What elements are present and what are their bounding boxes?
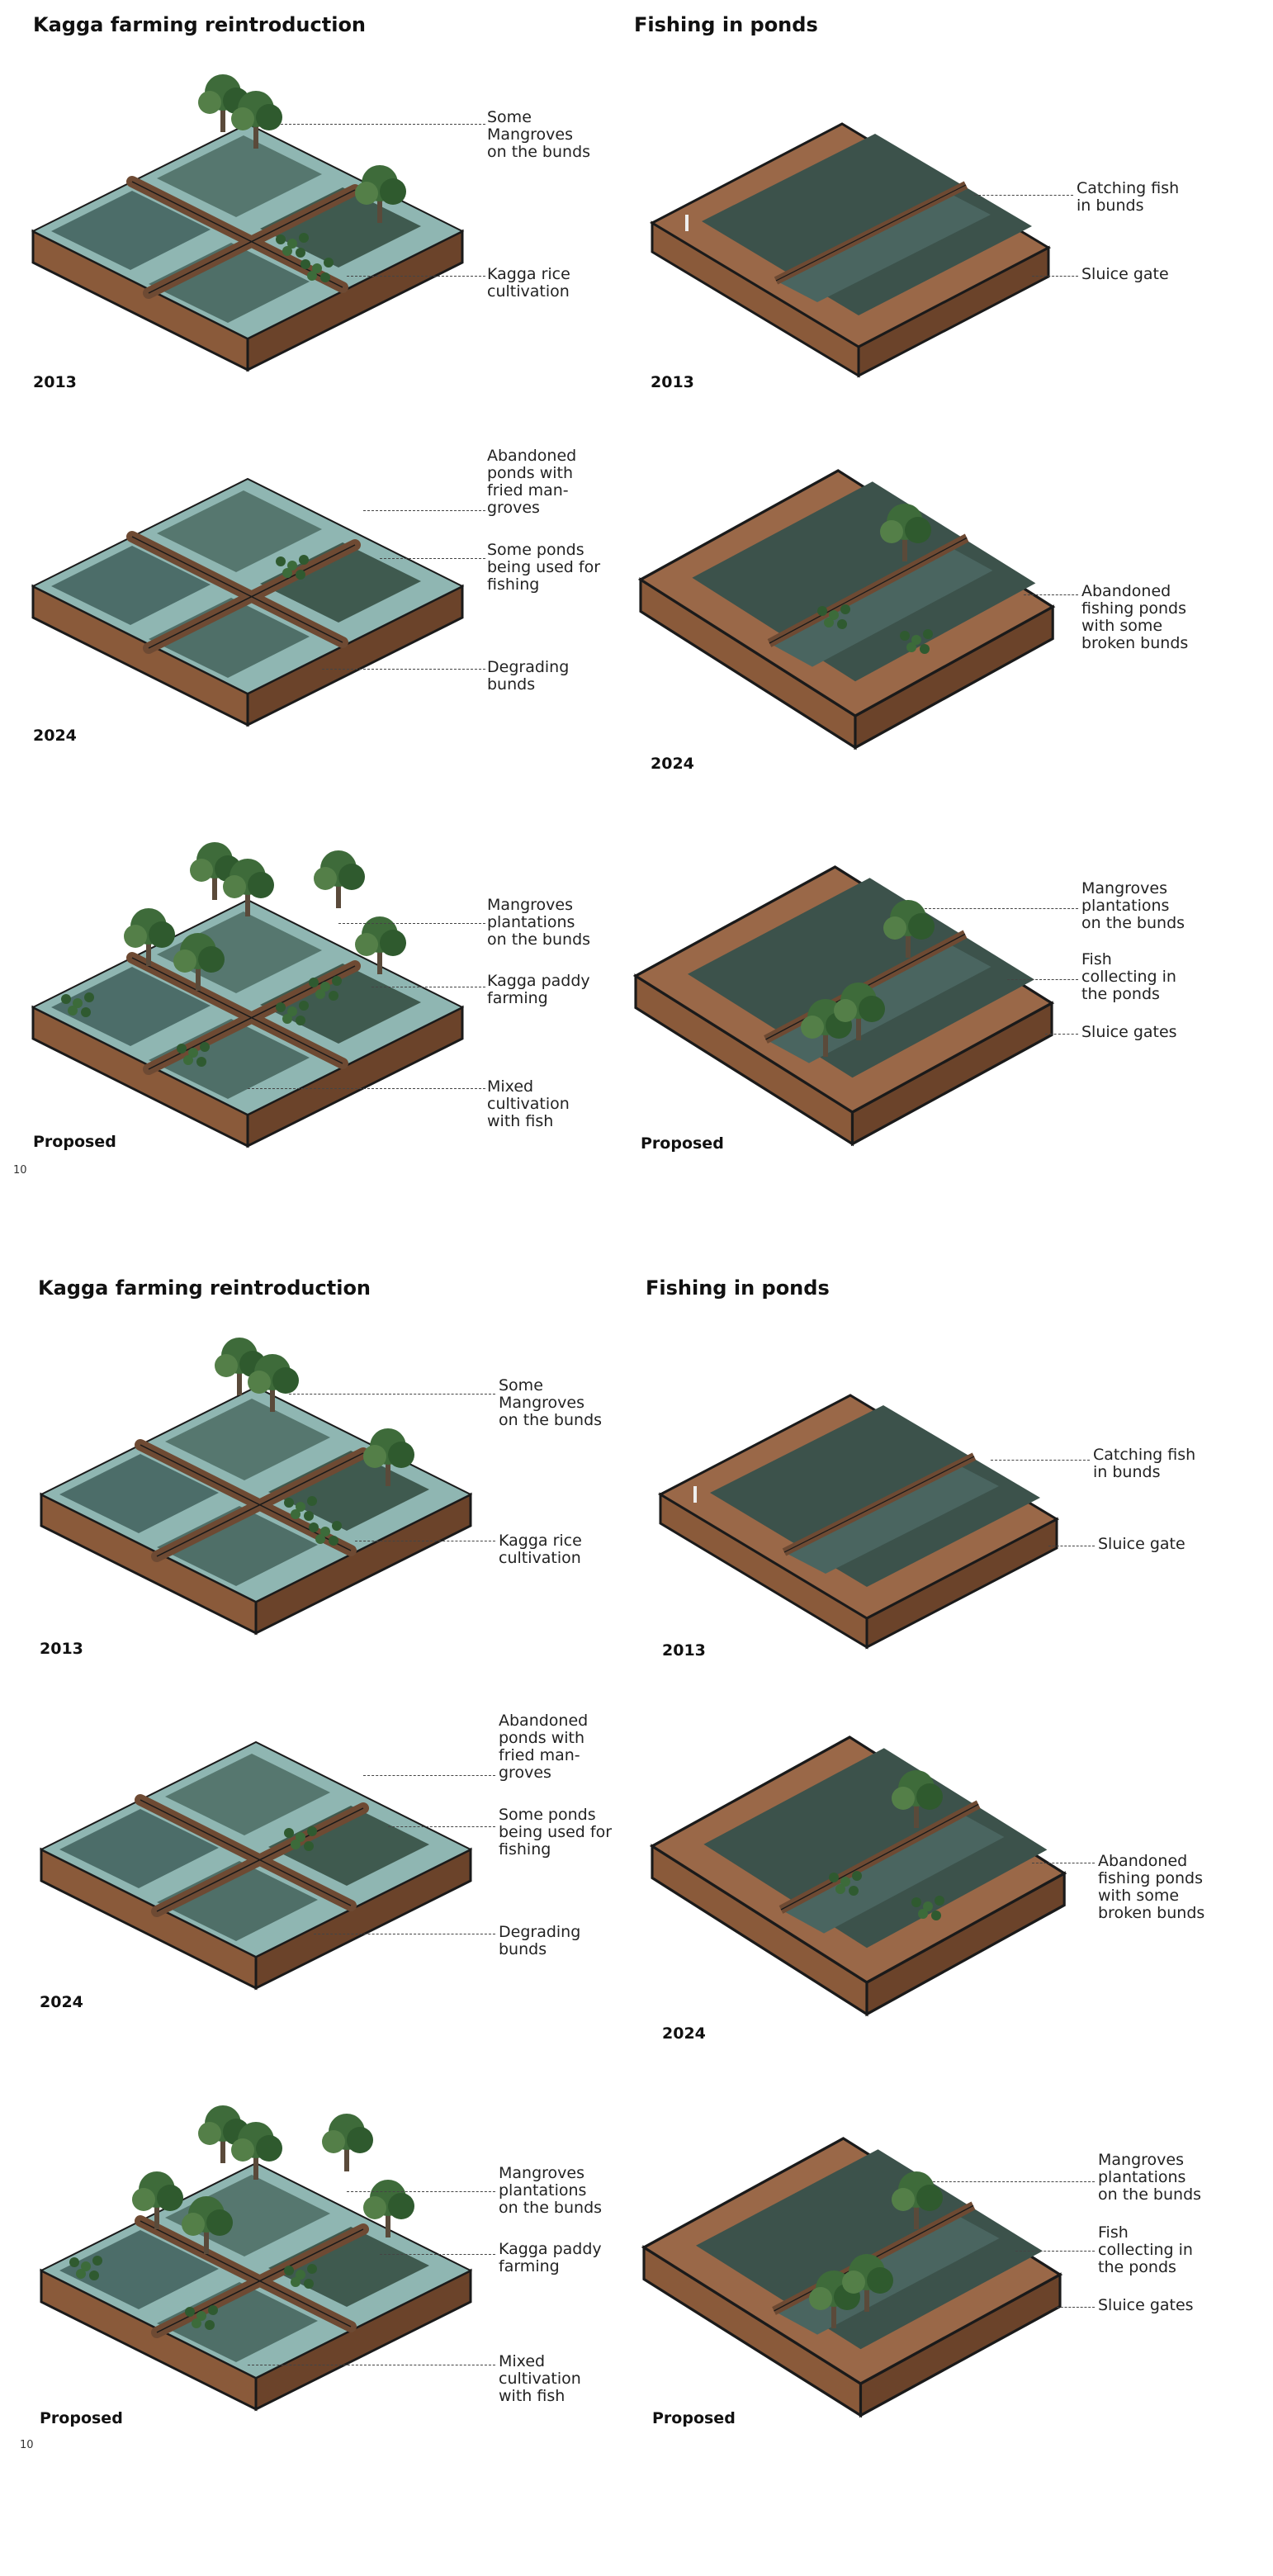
leader-line (248, 1088, 485, 1089)
annotation-label: Mangroves plantations on the bunds (1098, 2151, 1202, 2204)
year-label: 2013 (40, 1640, 83, 1658)
leader-line (289, 1394, 495, 1395)
year-label: Proposed (652, 2409, 736, 2427)
annotation-label: Mangroves plantations on the bunds (499, 2164, 603, 2217)
annotation-label: Degrading bunds (499, 1923, 581, 1958)
annotation-label: Sluice gate (1081, 265, 1169, 283)
annotation-label: Mixed cultivation with fish (499, 2352, 581, 2405)
section-heading-left: Kagga farming reintroduction (38, 1276, 371, 1300)
leader-line (380, 2254, 495, 2255)
kagga-illustration-proposed (33, 842, 462, 1156)
annotation-label: Some ponds being used for fishing (487, 541, 601, 594)
section-heading-left: Kagga farming reintroduction (33, 13, 367, 36)
year-label: 2024 (662, 2024, 706, 2043)
section-heading-right: Fishing in ponds (634, 13, 818, 36)
year-label: Proposed (40, 2409, 123, 2427)
year-label: Proposed (33, 1133, 116, 1151)
annotation-label: Some Mangroves on the bunds (499, 1376, 603, 1429)
leader-line (1024, 594, 1078, 595)
kagga-illustration-2024 (41, 1726, 471, 1998)
leader-line (991, 1460, 1090, 1461)
kagga-illustration-2013 (33, 74, 462, 380)
pond-illustration-2024 (652, 1737, 1065, 2034)
leader-line (974, 195, 1073, 196)
annotation-label: Sluice gates (1098, 2296, 1194, 2314)
leader-line (925, 908, 1078, 909)
annotation-label: Kagga rice cultivation (499, 1532, 582, 1567)
annotation-label: Abandoned fishing ponds with some broken… (1098, 1852, 1205, 1922)
kagga-illustration-proposed (41, 2105, 471, 2419)
annotation-label: Abandoned ponds with fried man- groves (499, 1712, 589, 1782)
annotation-label: Catching fish in bunds (1077, 179, 1180, 215)
leader-line (1032, 276, 1078, 277)
pond-illustration-2013 (660, 1395, 1057, 1660)
pond-illustration-2013 (652, 124, 1048, 388)
leader-line (338, 923, 485, 924)
year-label: Proposed (641, 1134, 724, 1153)
section-heading-right: Fishing in ponds (646, 1276, 830, 1300)
year-label: 2013 (33, 373, 77, 391)
page-number: 10 (20, 2439, 34, 2451)
annotation-label: Fish collecting in the ponds (1081, 950, 1176, 1003)
annotation-label: Sluice gate (1098, 1535, 1185, 1553)
leader-line (363, 510, 485, 511)
leader-line (322, 669, 485, 670)
annotation-label: Mangroves plantations on the bunds (487, 896, 591, 949)
annotation-label: Abandoned ponds with fried man- groves (487, 447, 577, 517)
annotation-label: Fish collecting in the ponds (1098, 2223, 1193, 2276)
annotation-label: Kagga paddy farming (499, 2240, 602, 2275)
leader-line (281, 124, 485, 125)
kagga-illustration-2024 (33, 462, 462, 735)
kagga-illustration-2013 (41, 1338, 471, 1643)
year-label: 2013 (651, 373, 694, 391)
leader-line (380, 558, 485, 559)
page-number: 10 (13, 1164, 27, 1177)
annotation-label: Sluice gates (1081, 1023, 1177, 1041)
annotation-label: Mangroves plantations on the bunds (1081, 879, 1185, 932)
leader-line (1057, 2307, 1095, 2308)
annotation-label: Kagga rice cultivation (487, 265, 570, 301)
annotation-label: Degrading bunds (487, 658, 570, 694)
pond-illustration-2024 (641, 471, 1053, 768)
annotation-label: Catching fish in bunds (1093, 1446, 1196, 1481)
leader-line (363, 1775, 495, 1776)
annotation-label: Some ponds being used for fishing (499, 1806, 613, 1859)
pond-illustration-proposed (636, 867, 1048, 1156)
leader-line (1007, 979, 1078, 980)
year-label: 2024 (33, 727, 77, 745)
annotation-label: Kagga paddy farming (487, 972, 590, 1007)
year-label: 2024 (40, 1993, 83, 2011)
annotation-label: Some Mangroves on the bunds (487, 108, 591, 161)
year-label: 2013 (662, 1641, 706, 1660)
annotation-label: Abandoned fishing ponds with some broken… (1081, 582, 1189, 652)
leader-line (933, 2181, 1095, 2182)
leader-line (388, 1826, 495, 1827)
leader-line (1045, 1034, 1078, 1035)
leader-line (1015, 2251, 1095, 2252)
leader-line (347, 276, 485, 277)
leader-line (347, 2191, 495, 2192)
annotation-label: Mixed cultivation with fish (487, 1077, 570, 1130)
year-label: 2024 (651, 755, 694, 773)
